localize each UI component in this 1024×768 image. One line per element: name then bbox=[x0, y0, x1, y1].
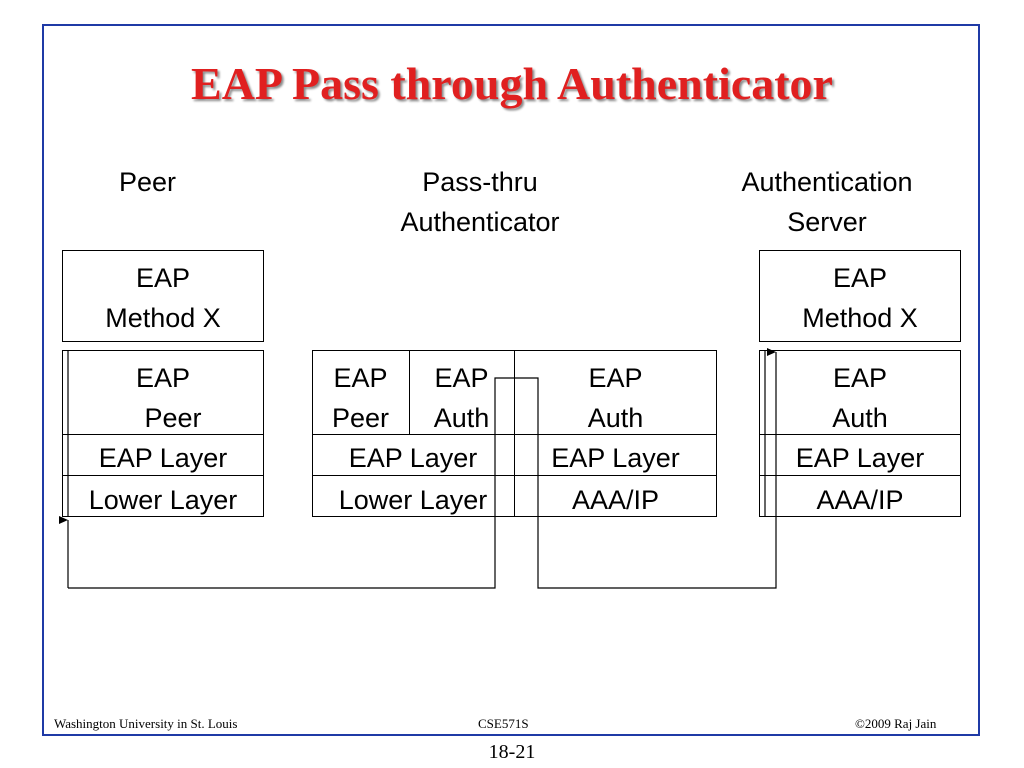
server-method-line2: Method X bbox=[802, 303, 918, 333]
peer-method-line1: EAP bbox=[135, 263, 191, 293]
message-path bbox=[68, 348, 777, 589]
server-method-box bbox=[759, 250, 961, 342]
peer-method-line2: Method X bbox=[105, 303, 221, 333]
auth-right-eap-line1: EAP bbox=[588, 363, 643, 393]
peer-stack-divider-1 bbox=[62, 434, 264, 435]
authenticator-divider-row1 bbox=[312, 434, 717, 435]
peer-method-box bbox=[62, 250, 264, 342]
auth-lower-layer: Lower Layer bbox=[338, 485, 488, 515]
peer-eap-line2: Peer bbox=[144, 403, 202, 433]
server-eap-line2: Auth bbox=[832, 403, 888, 433]
header-passthru-line2: Authenticator bbox=[400, 207, 560, 237]
auth-right-eap-line2: Auth bbox=[587, 403, 644, 433]
header-passthru-line1: Pass-thru bbox=[422, 167, 538, 197]
slide-frame bbox=[42, 24, 980, 736]
server-stack-divider-1 bbox=[759, 434, 961, 435]
peer-eap-layer: EAP Layer bbox=[98, 443, 228, 473]
server-stack-box bbox=[759, 350, 961, 517]
server-eap-layer: EAP Layer bbox=[795, 443, 925, 473]
footer-left: Washington University in St. Louis bbox=[54, 716, 238, 731]
authenticator-divider-left bbox=[409, 350, 410, 434]
footer-center: CSE571S bbox=[478, 716, 529, 731]
slide-title: EAP Pass through Authenticator bbox=[191, 58, 833, 109]
header-peer: Peer bbox=[118, 167, 177, 197]
peer-eap-line1: EAP bbox=[135, 363, 191, 393]
server-eap-line1: EAP bbox=[832, 363, 888, 393]
authenticator-divider-row2 bbox=[312, 475, 717, 476]
peer-lower-layer: Lower Layer bbox=[88, 485, 238, 515]
auth-mid-eap-line1: EAP bbox=[434, 363, 489, 393]
auth-left-eap-line2: Peer bbox=[331, 403, 390, 433]
peer-stack-box bbox=[62, 350, 264, 517]
auth-aaa-ip: AAA/IP bbox=[571, 485, 660, 515]
auth-mid-eap-line2: Auth bbox=[433, 403, 490, 433]
auth-right-eap-layer: EAP Layer bbox=[551, 443, 680, 473]
page-number: 18-21 bbox=[488, 741, 536, 763]
authenticator-divider-center bbox=[514, 350, 515, 517]
header-server-line2: Server bbox=[787, 207, 867, 237]
footer-right: ©2009 Raj Jain bbox=[855, 716, 937, 731]
server-aaa-ip: AAA/IP bbox=[816, 485, 904, 515]
header-server-line1: Authentication bbox=[741, 167, 913, 197]
server-method-line1: EAP bbox=[832, 263, 888, 293]
auth-left-eap-line1: EAP bbox=[333, 363, 388, 393]
auth-left-eap-layer: EAP Layer bbox=[348, 443, 478, 473]
server-stack-divider-2 bbox=[759, 475, 961, 476]
peer-stack-divider-2 bbox=[62, 475, 264, 476]
